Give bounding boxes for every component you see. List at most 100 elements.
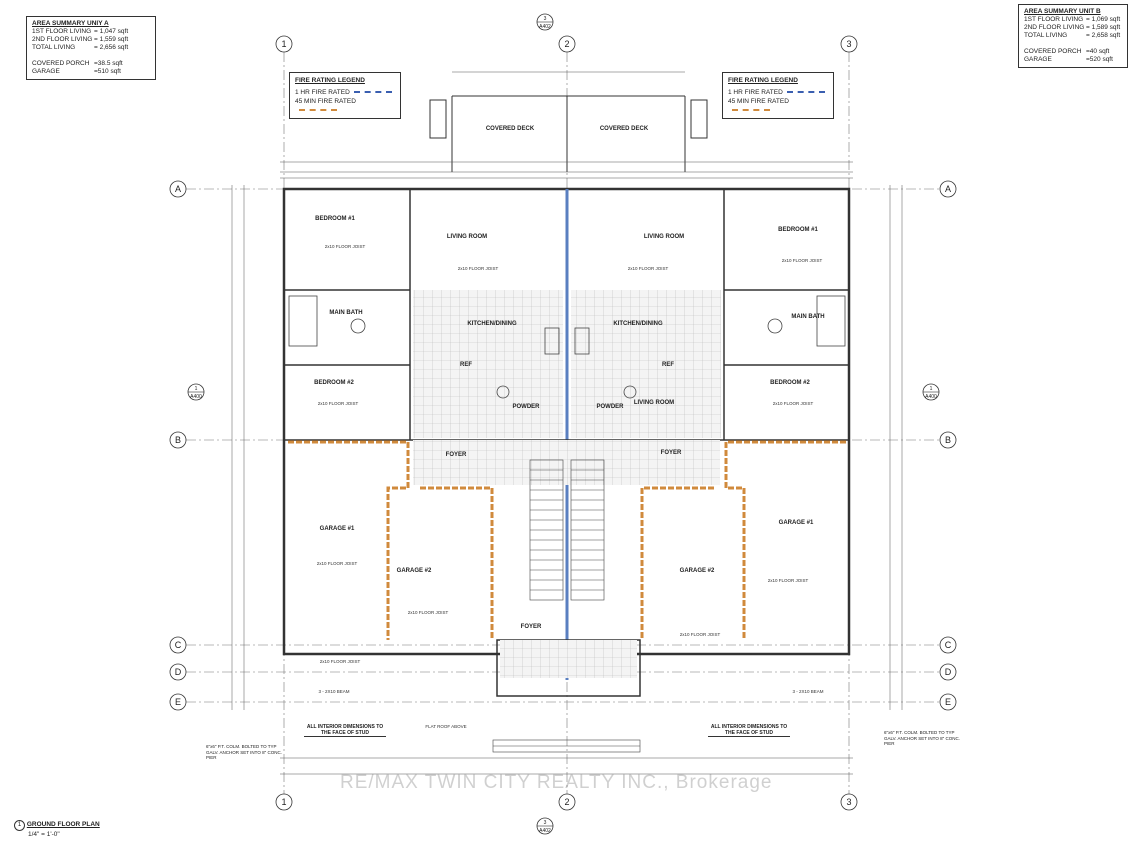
room-label-powder: POWDER — [513, 404, 541, 410]
area-label: 2ND FLOOR LIVING — [1024, 24, 1085, 31]
note-flat-roof: FLAT ROOF ABOVE — [425, 724, 466, 729]
room-label-ref: REF — [460, 362, 472, 368]
note-floor-joist: 2x10 FLOOR JOIST — [317, 561, 358, 566]
caption-title: GROUND FLOOR PLAN — [26, 821, 100, 828]
area-label: TOTAL LIVING — [1024, 32, 1068, 39]
building-walls — [282, 187, 851, 697]
stairs — [492, 459, 641, 753]
note-floor-joist: 2x10 FLOOR JOIST — [320, 659, 361, 664]
area-label: GARAGE — [1024, 56, 1052, 63]
section-sheet: A402 — [539, 828, 551, 834]
room-label-foyer: FOYER — [521, 624, 542, 630]
area-value: = 1,069 sqft — [1086, 16, 1121, 23]
grid-row-label: C — [945, 640, 952, 650]
grid-row-label: D — [945, 667, 952, 677]
room-label-bedroom2: BEDROOM #2 — [314, 380, 354, 386]
area-value: =510 sqft — [94, 68, 121, 75]
note-floor-joist: 2x10 FLOOR JOIST — [782, 258, 823, 263]
side-section-sheet: A400 — [190, 394, 202, 400]
grid-row-label: B — [945, 435, 951, 445]
grid-col-label: 3 — [846, 797, 851, 807]
room-label-living-room: LIVING ROOM — [644, 234, 684, 240]
room-label-main-bath: MAIN BATH — [329, 310, 362, 316]
grid-col-label: 1 — [281, 39, 286, 49]
note-floor-joist: 2x10 FLOOR JOIST — [408, 610, 449, 615]
area-summary-title: AREA SUMMARY UNIY A — [32, 20, 109, 27]
room-label-covered-deck: COVERED DECK — [486, 126, 535, 132]
legend-title: FIRE RATING LEGEND — [728, 77, 798, 84]
fire-rated-walls — [288, 440, 846, 640]
room-label-garage1: GARAGE #1 — [320, 526, 355, 532]
area-value: = 1,047 sqft — [94, 28, 129, 35]
room-label-bedroom2: BEDROOM #2 — [770, 380, 810, 386]
area-label: TOTAL LIVING — [32, 44, 76, 51]
grid-row-label: E — [175, 697, 181, 707]
area-label: 2ND FLOOR LIVING — [32, 36, 93, 43]
room-label-living-room: LIVING ROOM — [634, 400, 674, 406]
covered-deck-area — [429, 95, 708, 172]
lower-foyer-tile — [500, 640, 637, 678]
area-value: = 1,589 sqft — [1086, 24, 1121, 31]
grid-row-label: B — [175, 435, 181, 445]
foyer-tile — [413, 440, 720, 485]
room-label-kitchen-dining: KITCHEN/DINING — [613, 321, 663, 327]
room-label-powder: POWDER — [597, 404, 625, 410]
dimension-lines — [231, 71, 903, 775]
area-summary-unit-b: AREA SUMMARY UNIT B 1ST FLOOR LIVING= 1,… — [1018, 4, 1128, 68]
note-beam: 3 - 2X10 BEAM — [792, 689, 823, 694]
note-floor-joist: 2x10 FLOOR JOIST — [325, 244, 366, 249]
grid-row-label: C — [175, 640, 182, 650]
room-label-foyer: FOYER — [446, 452, 467, 458]
grid-row-label: A — [945, 184, 951, 194]
legend-45-min-swatch — [299, 109, 337, 112]
area-value: = 1,559 sqft — [94, 36, 129, 43]
area-value: =40 sqft — [1086, 48, 1110, 55]
room-label-foyer: FOYER — [661, 450, 682, 456]
grid-col-label: 1 — [281, 797, 286, 807]
grid-row-label: A — [175, 184, 181, 194]
interior-dims-note-left: ALL INTERIOR DIMENSIONS TO THE FACE OF S… — [304, 724, 386, 737]
room-label-main-bath: MAIN BATH — [791, 314, 824, 320]
side-section-number: 1 — [930, 386, 933, 392]
room-label-covered-deck: COVERED DECK — [600, 126, 649, 132]
kitchen-tile-right — [571, 290, 721, 438]
section-sheet: A402 — [539, 24, 551, 30]
legend-title: FIRE RATING LEGEND — [295, 77, 365, 84]
caption-scale: 1/4" = 1'-0" — [28, 831, 60, 838]
room-label-garage2: GARAGE #2 — [680, 568, 715, 574]
note-floor-joist: 2x10 FLOOR JOIST — [768, 578, 809, 583]
area-label: COVERED PORCH — [1024, 48, 1082, 55]
side-section-sheet: A400 — [925, 394, 937, 400]
note-floor-joist: 2x10 FLOOR JOIST — [628, 266, 669, 271]
column-note-right: 6"x6" P.T. COLM. BOLTED TO TYP GALV. ANC… — [884, 730, 960, 746]
area-label: GARAGE — [32, 68, 60, 75]
grid-col-label: 2 — [564, 39, 569, 49]
legend-one-hr-label: 1 HR FIRE RATED — [728, 89, 783, 96]
section-number: 3 — [544, 16, 547, 22]
room-label-garage1: GARAGE #1 — [779, 520, 814, 526]
legend-one-hr-label: 1 HR FIRE RATED — [295, 89, 350, 96]
caption-number: 1 — [14, 820, 25, 831]
bath-fixtures — [288, 295, 846, 399]
grid-row-label: E — [945, 697, 951, 707]
legend-one-hr-swatch — [786, 91, 825, 94]
room-label-kitchen-dining: KITCHEN/DINING — [467, 321, 517, 327]
legend-45-min-label: 45 MIN FIRE RATED — [295, 98, 356, 105]
area-label: 1ST FLOOR LIVING — [32, 28, 92, 35]
note-floor-joist: 2x10 FLOOR JOIST — [318, 401, 359, 406]
side-section-number: 1 — [195, 386, 198, 392]
interior-dims-note-right: ALL INTERIOR DIMENSIONS TO THE FACE OF S… — [708, 724, 790, 737]
area-summary-title: AREA SUMMARY UNIT B — [1024, 8, 1101, 15]
legend-one-hr-swatch — [353, 91, 392, 94]
legend-45-min-label: 45 MIN FIRE RATED — [728, 98, 789, 105]
area-value: =520 sqft — [1086, 56, 1113, 63]
room-label-garage2: GARAGE #2 — [397, 568, 432, 574]
area-value: =38.5 sqft — [94, 60, 123, 67]
room-label-ref: REF — [662, 362, 674, 368]
area-label: 1ST FLOOR LIVING — [1024, 16, 1084, 23]
note-beam: 3 - 2X10 BEAM — [318, 689, 349, 694]
room-label-living-room: LIVING ROOM — [447, 234, 487, 240]
area-summary-unit-a: AREA SUMMARY UNIY A 1ST FLOOR LIVING= 1,… — [26, 16, 156, 80]
column-note-left: 6"x6" P.T. COLM. BOLTED TO TYP GALV. ANC… — [206, 744, 282, 760]
